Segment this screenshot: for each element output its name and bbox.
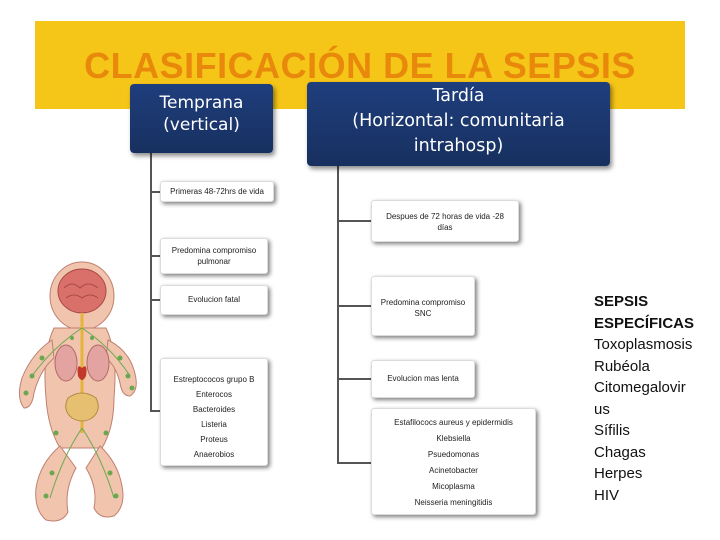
node-text: Evolucion fatal <box>187 295 241 304</box>
early-connector <box>150 191 160 193</box>
pathogen-item: Psuedomonas <box>427 450 480 459</box>
early-connector <box>150 410 160 412</box>
node-text: Primeras 48-72hrs de vida <box>170 187 264 196</box>
specific-item: Citomegalovir <box>594 379 686 396</box>
specific-heading-line: ESPECÍFICAS <box>594 314 695 332</box>
pathogen-item: Listeria <box>201 420 227 429</box>
node-text: SNC <box>414 309 432 318</box>
pathogen-item: Klebsiella <box>436 434 471 443</box>
late-connector <box>337 305 371 307</box>
early-evolution-node: Evolucion fatal <box>160 285 268 315</box>
pathogen-item: Estafilococs aureus y epidermidis <box>394 418 513 427</box>
pathogen-item: Proteus <box>200 435 228 444</box>
specific-item: Herpes <box>594 465 643 482</box>
late-onset-time-node: Despues de 72 horas de vida -28 días <box>371 200 519 242</box>
node-text: Evolucion mas lenta <box>387 374 459 383</box>
node-text: Despues de 72 horas de vida -28 <box>386 212 504 221</box>
specific-item: Toxoplasmosis <box>594 336 693 353</box>
early-connector <box>150 299 160 301</box>
early-pathogens-node: Estreptococos grupo B Enterocos Bacteroi… <box>160 358 268 466</box>
node-text: días <box>437 223 453 232</box>
node-text: Predomina compromiso <box>380 298 466 307</box>
early-connector-trunk <box>150 153 152 411</box>
heading-line: (vertical) <box>163 115 240 135</box>
late-organ-node: Predomina compromiso SNC <box>371 276 475 336</box>
heading-line: Tardía <box>432 86 485 106</box>
pathogen-item: Bacteroides <box>192 405 236 414</box>
pathogen-item: Acinetobacter <box>429 466 478 475</box>
baby-anatomy-illustration <box>18 261 137 522</box>
specific-sepsis-list: SEPSIS ESPECÍFICAS Toxoplasmosis Rubéola… <box>594 291 714 506</box>
node-text: pulmonar <box>197 257 231 266</box>
specific-item: HIV <box>594 486 620 504</box>
early-organ-node: Predomina compromiso pulmonar <box>160 238 268 274</box>
heading-line: (Horizontal: comunitaria <box>352 111 565 131</box>
pathogen-item: Estreptococos grupo B <box>173 375 255 384</box>
pathogen-item: Enterocos <box>195 390 233 399</box>
specific-item: Chagas <box>594 443 646 461</box>
early-onset-time-node: Primeras 48-72hrs de vida <box>160 181 274 202</box>
late-connector <box>337 220 371 222</box>
late-sepsis-heading: Tardía (Horizontal: comunitaria intrahos… <box>307 82 610 166</box>
heading-line: Temprana <box>159 93 244 113</box>
early-connector <box>150 255 160 257</box>
late-evolution-node: Evolucion mas lenta <box>371 360 475 398</box>
specific-item: us <box>594 400 610 418</box>
specific-heading-line: SEPSIS <box>594 293 649 310</box>
late-connector-trunk <box>337 166 339 464</box>
late-pathogens-node: Estafilococs aureus y epidermidis Klebsi… <box>371 408 536 515</box>
node-text: Predomina compromiso <box>171 246 257 255</box>
late-connector <box>337 378 371 380</box>
specific-item: Rubéola <box>594 357 650 375</box>
page-title: CLASIFICACIÓN DE LA SEPSIS <box>84 45 636 86</box>
heading-line: intrahosp) <box>413 136 504 156</box>
pathogen-item: Micoplasma <box>432 482 475 491</box>
specific-item: Sífilis <box>594 422 630 439</box>
late-connector <box>337 462 371 464</box>
early-sepsis-heading: Temprana (vertical) <box>130 84 273 153</box>
pathogen-item: Neisseria meningitidis <box>414 498 493 507</box>
pathogen-item: Anaerobios <box>193 450 235 459</box>
